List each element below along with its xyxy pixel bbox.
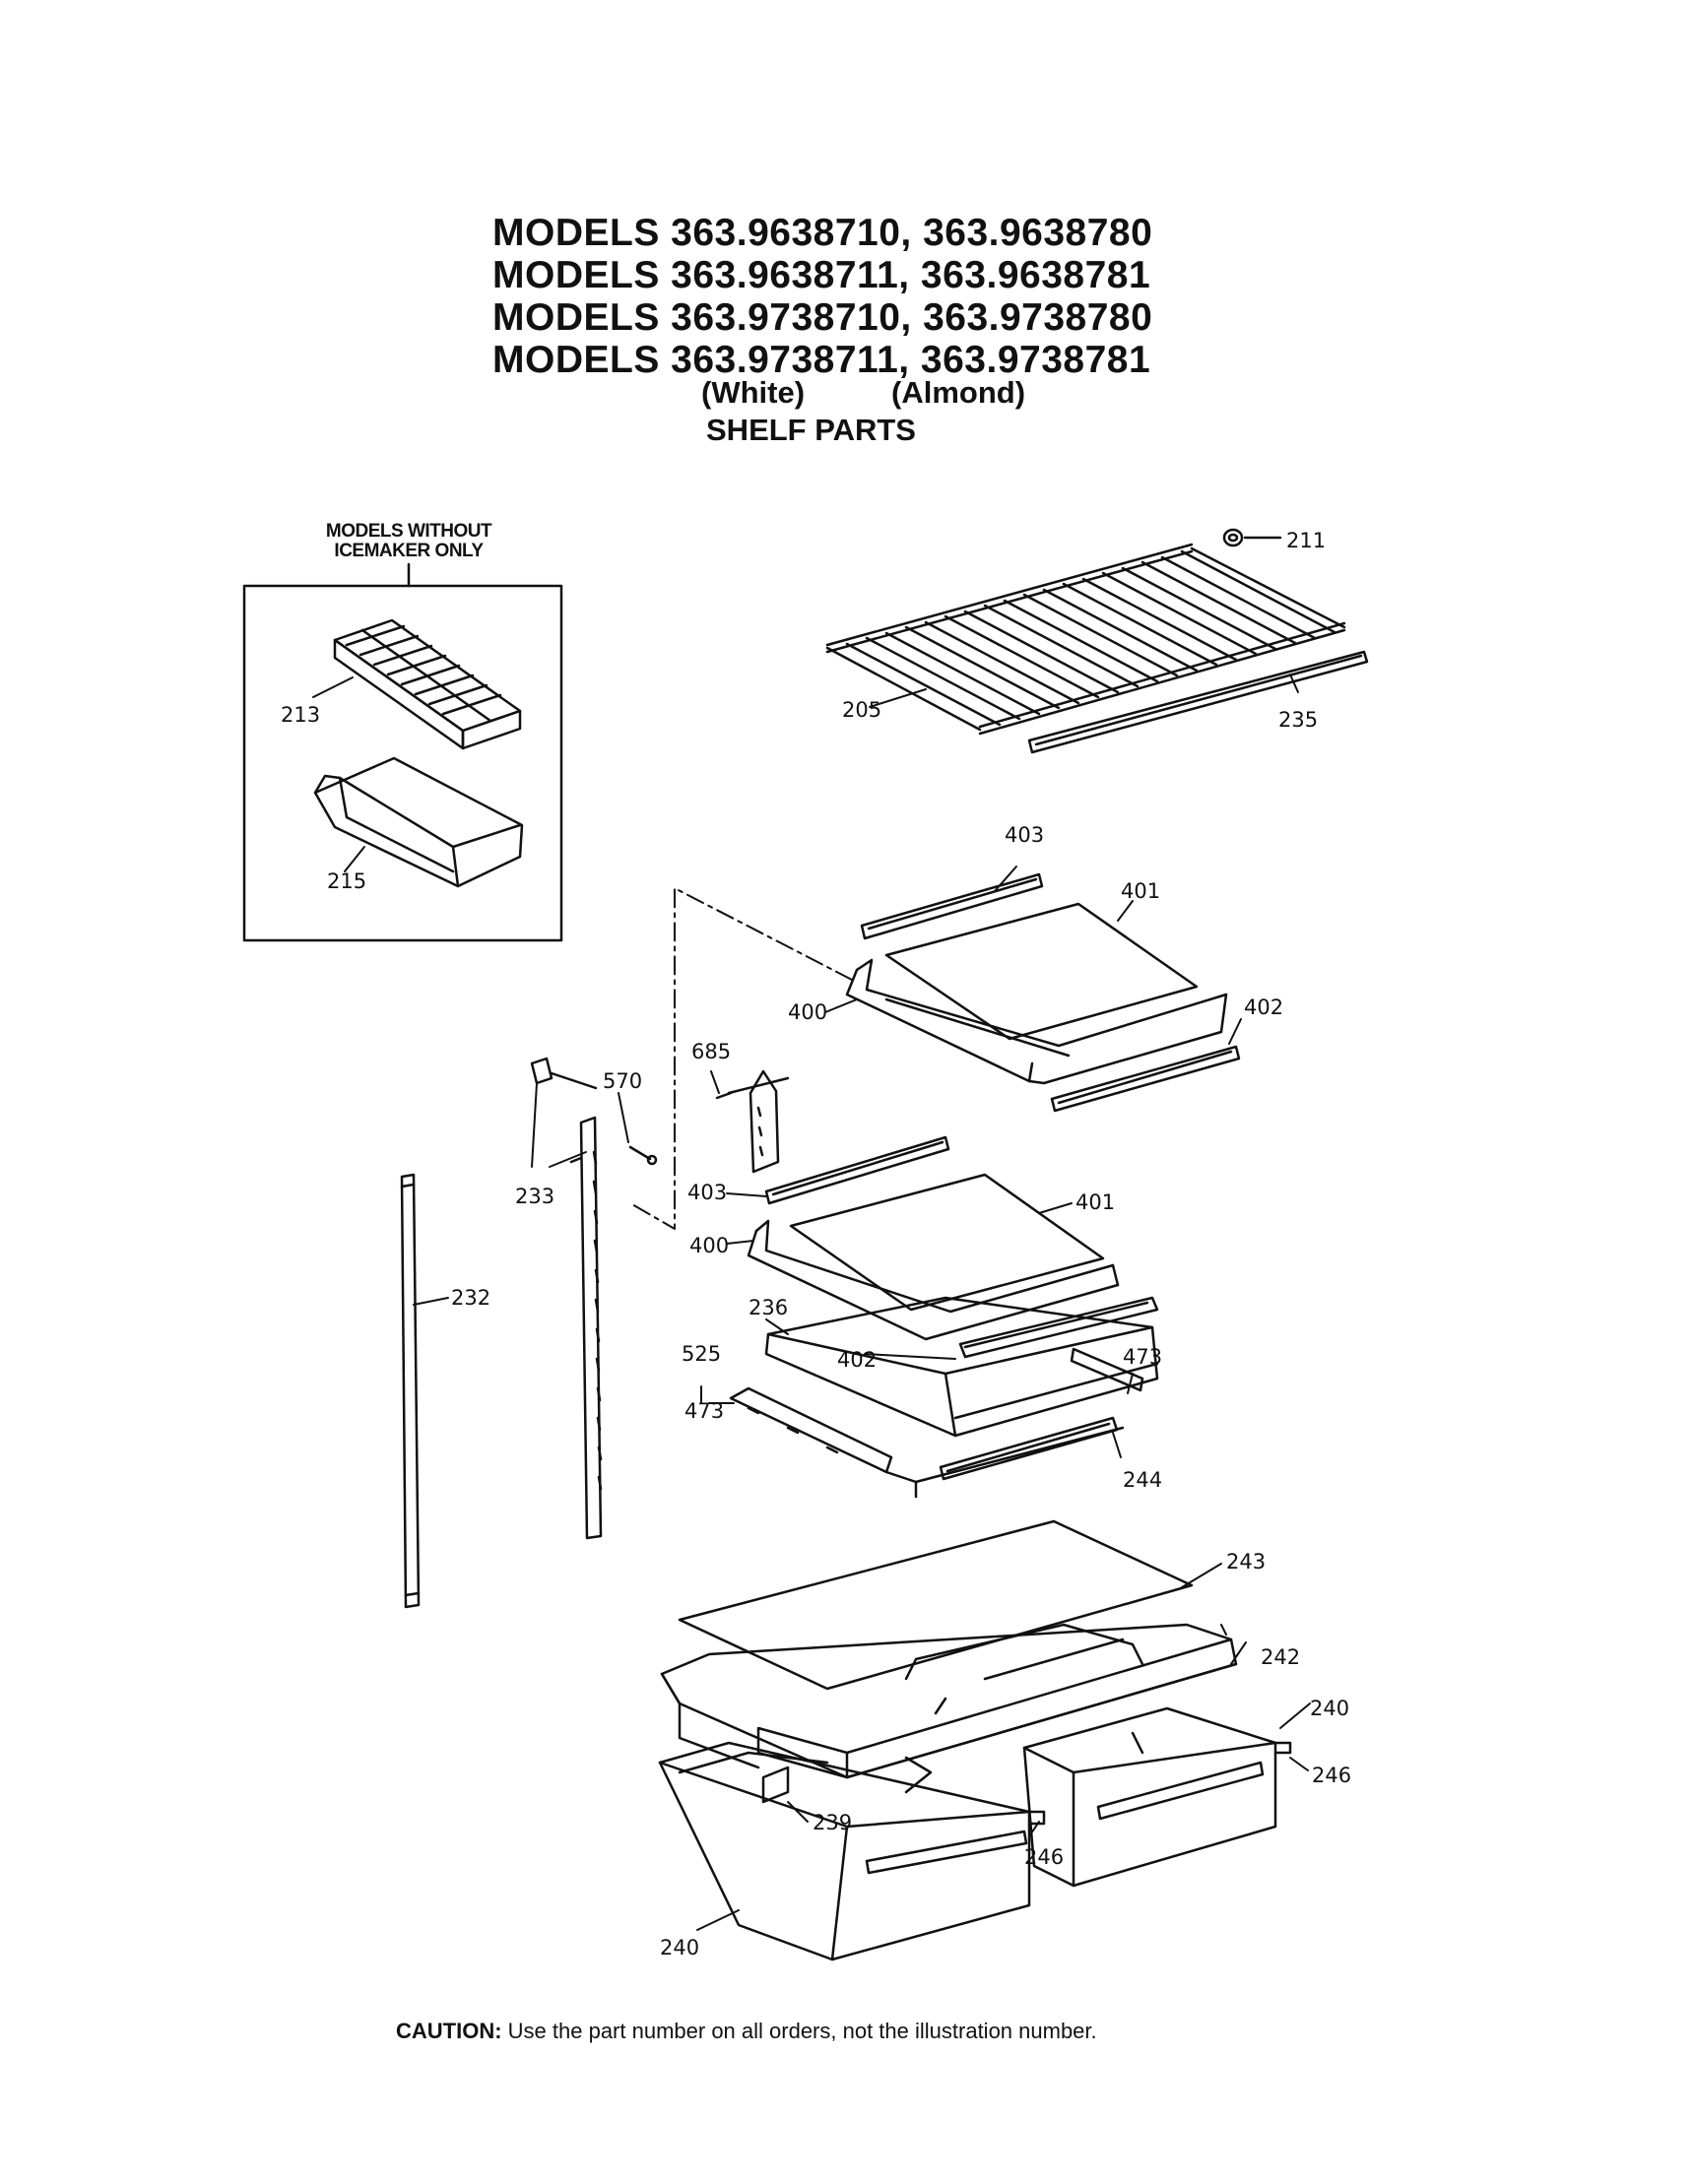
callout-240-left: 240 (660, 1936, 699, 1959)
callout-403-upper: 403 (1005, 823, 1044, 847)
ice-bucket (313, 756, 524, 888)
callout-236: 236 (749, 1296, 788, 1319)
crisper-drawer-left (658, 1741, 1046, 1961)
middle-shelf-assembly (747, 1135, 1120, 1341)
callout-205: 205 (842, 698, 881, 722)
callout-213: 213 (281, 703, 320, 727)
wire-shelf (825, 543, 1346, 736)
callout-570: 570 (603, 1069, 642, 1093)
diagram-subtitle: SHELF PARTS (706, 413, 916, 447)
model-line: MODELS 363.9738711, 363.9738781 (492, 339, 1151, 381)
callout-235: 235 (1278, 708, 1318, 732)
callout-240-right: 240 (1310, 1697, 1349, 1720)
model-line: MODELS 363.9638711, 363.9638781 (492, 254, 1151, 296)
ice-tray (333, 618, 522, 750)
part-211 (1222, 528, 1282, 547)
callout-400-upper: 400 (788, 1000, 827, 1024)
leader-lines (312, 674, 1311, 1931)
callout-401-upper: 401 (1121, 879, 1160, 903)
inset-label-line2: ICEMAKER ONLY (334, 541, 484, 561)
side-rail-232 (400, 1173, 421, 1609)
upper-shelf-assembly (845, 872, 1241, 1113)
callout-246-left: 246 (1024, 1845, 1064, 1869)
callout-525: 525 (682, 1342, 721, 1366)
callout-403-middle: 403 (687, 1181, 727, 1204)
callout-215: 215 (327, 869, 366, 893)
caution-label: CAUTION: (396, 2019, 502, 2043)
callout-243: 243 (1226, 1550, 1266, 1574)
callout-211: 211 (1286, 529, 1326, 552)
model-line: MODELS 363.9638710, 363.9638780 (492, 212, 1153, 254)
callout-246-right: 246 (1312, 1764, 1351, 1787)
callout-labels: 211 205 235 213 215 403 401 400 402 685 … (281, 529, 1351, 1959)
crisper-frame-assembly (729, 1296, 1159, 1499)
callout-401-middle: 401 (1075, 1190, 1115, 1214)
inset-box (242, 562, 563, 942)
callout-400-middle: 400 (689, 1234, 729, 1257)
shelf-trim-235 (1027, 650, 1369, 754)
support-bracket (715, 1069, 790, 1174)
model-line: MODELS 363.9738710, 363.9738780 (492, 296, 1153, 339)
inset-label: MODELS WITHOUT ICEMAKER ONLY (286, 522, 532, 561)
inset-label-line1: MODELS WITHOUT (325, 521, 492, 542)
callout-244: 244 (1123, 1468, 1162, 1492)
caution-text: Use the part number on all orders, not t… (501, 2019, 1097, 2043)
diagram-header: MODELS 363.9638710, 363.9638780 MODELS 3… (492, 212, 1241, 447)
crisper-cover-frame (660, 1623, 1238, 1779)
color-legend: (White) (Almond) (701, 375, 1025, 411)
callout-685: 685 (691, 1040, 731, 1063)
caution-note: CAUTION: Use the part number on all orde… (396, 2019, 1097, 2044)
callout-242: 242 (1261, 1645, 1300, 1669)
screw-570 (628, 1145, 658, 1166)
callout-233: 233 (515, 1185, 554, 1208)
shelf-ladder-rail (530, 1057, 603, 1540)
alignment-line (629, 887, 853, 1230)
color-almond-label: (Almond) (891, 375, 1026, 410)
callout-402-middle: 402 (837, 1348, 877, 1372)
callout-239: 239 (813, 1811, 852, 1834)
callout-473-left: 473 (684, 1399, 724, 1423)
crisper-drawer-right (1022, 1706, 1292, 1888)
divider-239 (761, 1766, 790, 1804)
callout-232: 232 (451, 1286, 490, 1310)
crisper-cover-glass (678, 1519, 1194, 1691)
callout-473-right: 473 (1123, 1345, 1162, 1369)
color-white-label: (White) (701, 375, 806, 410)
callout-402-upper: 402 (1244, 996, 1283, 1019)
